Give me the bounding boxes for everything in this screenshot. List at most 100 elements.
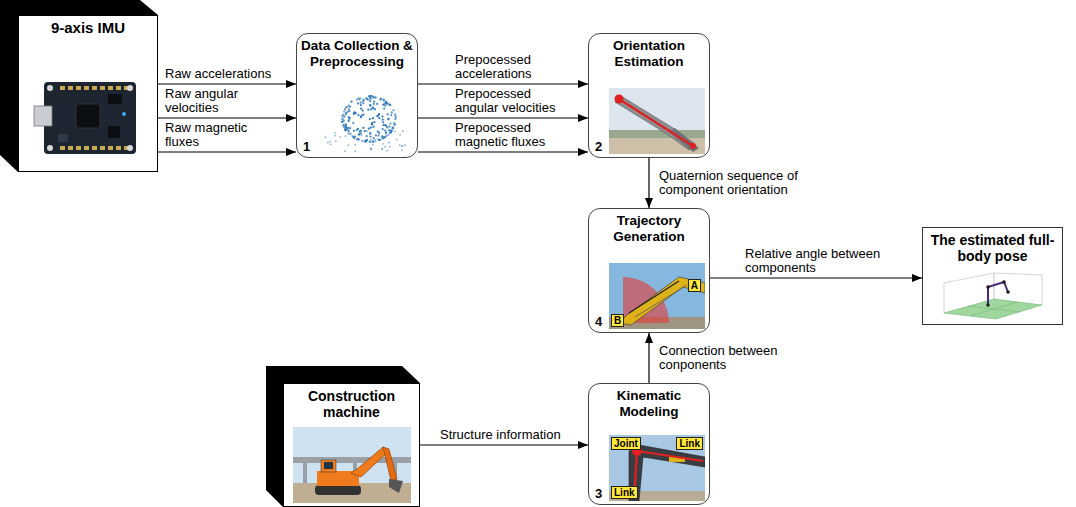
drawing-part [388, 125, 390, 127]
drawing-part [376, 115, 378, 117]
source-panel: Construction machine [283, 383, 420, 507]
drawing-part [372, 126, 374, 128]
drawing-part [358, 98, 360, 100]
drawing-part [374, 108, 376, 110]
drawing-part [369, 132, 371, 134]
drawing-part [372, 141, 374, 143]
step-number: 4 [593, 315, 609, 329]
drawing-part [370, 139, 372, 141]
drawing-part [344, 129, 346, 131]
image-tag: Link [676, 437, 703, 450]
drawing-part [385, 125, 387, 127]
drawing-part [376, 103, 378, 105]
drawing-part [366, 98, 368, 100]
step-number: 2 [593, 140, 609, 154]
drawing-part [370, 149, 372, 151]
drawing-part [84, 146, 89, 150]
drawing-part [619, 277, 705, 325]
drawing-part [344, 129, 346, 131]
flow-arrow [710, 277, 922, 278]
drawing-part [345, 106, 347, 108]
flow-arrow [418, 83, 588, 84]
box-body: 1 [301, 74, 413, 154]
drawing-part [382, 121, 384, 123]
drawing-part [378, 139, 380, 141]
drawing-part [334, 132, 336, 134]
drawing-part [374, 140, 376, 142]
drawing-part [327, 142, 329, 144]
drawing-part [68, 86, 73, 90]
drawing-part [76, 104, 100, 128]
box-body [288, 424, 415, 503]
drawing-part [127, 85, 133, 91]
drawing-part [351, 447, 389, 477]
drawing-part [375, 97, 377, 99]
drawing-part [342, 118, 344, 120]
drawing-part [387, 118, 389, 120]
drawing-part [321, 460, 336, 472]
drawing-part [380, 98, 382, 100]
drawing-part [339, 136, 341, 138]
drawing-part [383, 99, 385, 101]
drawing-part [34, 106, 52, 126]
drawing-part [341, 118, 343, 120]
drawing-part [391, 111, 393, 113]
drawing-part [334, 135, 336, 137]
drawing-part [389, 479, 403, 493]
drawing-part [387, 113, 389, 115]
drawing-part [344, 128, 346, 130]
drawing-part [76, 86, 81, 90]
box-body: 2 [593, 74, 705, 154]
drawing-part [944, 273, 994, 283]
drawing-part [330, 143, 332, 145]
box-title: Kinematic Modeling [593, 388, 705, 420]
drawing-part [362, 127, 364, 129]
drawing-part [68, 146, 73, 150]
drawing-part [122, 112, 126, 116]
drawing-part [1041, 275, 1042, 305]
edge-label: Prepocessed angular velocities [455, 87, 570, 115]
drawing-part [116, 146, 121, 150]
drawing-part [368, 95, 370, 97]
connector-group [158, 84, 922, 445]
drawing-part [629, 445, 705, 501]
edge-label: Prepocessed magnetic fluxes [455, 121, 570, 149]
drawing-part [385, 132, 387, 134]
drawing-part [389, 104, 391, 106]
drawing-part [379, 99, 381, 101]
drawing-part [342, 113, 344, 115]
drawing-part [347, 144, 349, 146]
box-title: Orientation Estimation [593, 38, 705, 70]
edge-label: Quaternion sequence of component orienta… [659, 169, 859, 197]
drawing-part [389, 122, 391, 124]
drawing-part [360, 130, 362, 132]
drawing-part [367, 109, 369, 111]
drawing-part [369, 141, 371, 143]
box-body: 4 A B [593, 249, 705, 329]
drawing-part [394, 131, 396, 133]
illustration [938, 271, 1048, 321]
step-number: 3 [593, 487, 609, 501]
drawing-part [968, 306, 1020, 312]
drawing-part [994, 273, 1042, 275]
drawing-part [389, 104, 391, 106]
drawing-part [344, 128, 346, 130]
illustration-frame [32, 68, 144, 168]
output-box: The estimated full-body pose [922, 227, 1063, 325]
image-tag: B [611, 314, 624, 327]
drawing-part [609, 435, 705, 501]
drawing-part [382, 119, 384, 121]
drawing-part [348, 119, 350, 121]
drawing-part [380, 97, 382, 99]
drawing-part [363, 99, 365, 101]
image-tag: A [688, 279, 701, 292]
drawing-part [609, 263, 705, 329]
drawing-part [369, 100, 371, 102]
process-box: Orientation Estimation 2 [588, 33, 710, 158]
drawing-part [1002, 280, 1006, 284]
drawing-part [392, 109, 394, 111]
box-title: 9-axis IMU [23, 20, 153, 36]
drawing-part [385, 135, 387, 137]
